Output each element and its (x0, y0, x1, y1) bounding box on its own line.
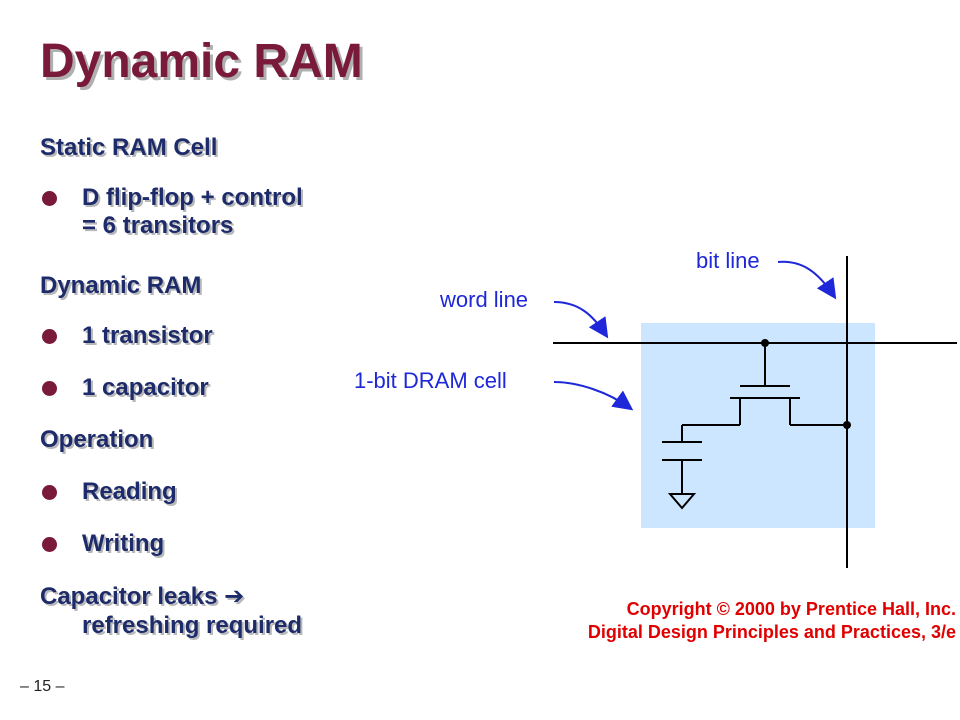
bullet-text: Reading (82, 478, 177, 505)
operation-heading: Operation (40, 426, 154, 453)
dram-cell-arrow (553, 381, 634, 411)
static-ram-heading: Static RAM Cell (40, 134, 218, 161)
refreshing-required-text: refreshing required (82, 612, 303, 639)
bullet-writing: Writing (40, 530, 164, 558)
bullet-text: 1 capacitor (82, 374, 209, 401)
word-line-arrow (553, 301, 609, 339)
capacitor-leaks-line: Capacitor leaks ➔ (40, 582, 244, 611)
copyright-line1: Copyright © 2000 by Prentice Hall, Inc. (626, 599, 956, 619)
bullet-text-line2: = 6 transitors (82, 212, 234, 239)
page-number: – 15 – (20, 678, 65, 695)
copyright-notice: Copyright © 2000 by Prentice Hall, Inc. … (556, 598, 956, 644)
bullet-text: 1 transistor (82, 322, 213, 349)
dynamic-ram-heading: Dynamic RAM (40, 272, 202, 299)
transistor-symbol (681, 343, 847, 442)
bullet-capacitor: 1 capacitor (40, 374, 209, 402)
bullet-dot-icon (42, 537, 57, 552)
bullet-flip-flop: D flip-flop + control = 6 transitors (40, 184, 442, 240)
word-line-junction (761, 339, 769, 347)
capacitor-leaks-text: Capacitor leaks (40, 583, 218, 610)
bullet-text-line1: D flip-flop + control (82, 184, 303, 211)
bit-line-junction (843, 421, 851, 429)
bullet-dot-icon (42, 329, 57, 344)
bit-line-label: bit line (696, 248, 760, 273)
word-line-label: word line (439, 287, 528, 312)
bullet-dot-icon (42, 485, 57, 500)
slide-title: Dynamic RAM (40, 35, 363, 88)
ground-icon (667, 493, 697, 510)
bullet-reading: Reading (40, 478, 177, 506)
bullet-dot-icon (42, 381, 57, 396)
dram-cell-label: 1-bit DRAM cell (354, 368, 507, 393)
right-arrow-icon: ➔ (224, 582, 245, 610)
copyright-line2: Digital Design Principles and Practices,… (587, 622, 956, 642)
capacitor-symbol (662, 441, 702, 494)
dram-cell-diagram: bit line word line 1-bit DRAM cell (354, 248, 957, 568)
bit-line-arrow (777, 260, 837, 300)
bullet-text: Writing (82, 530, 165, 557)
bullet-transistor: 1 transistor (40, 322, 213, 350)
bullet-dot-icon (42, 191, 57, 206)
